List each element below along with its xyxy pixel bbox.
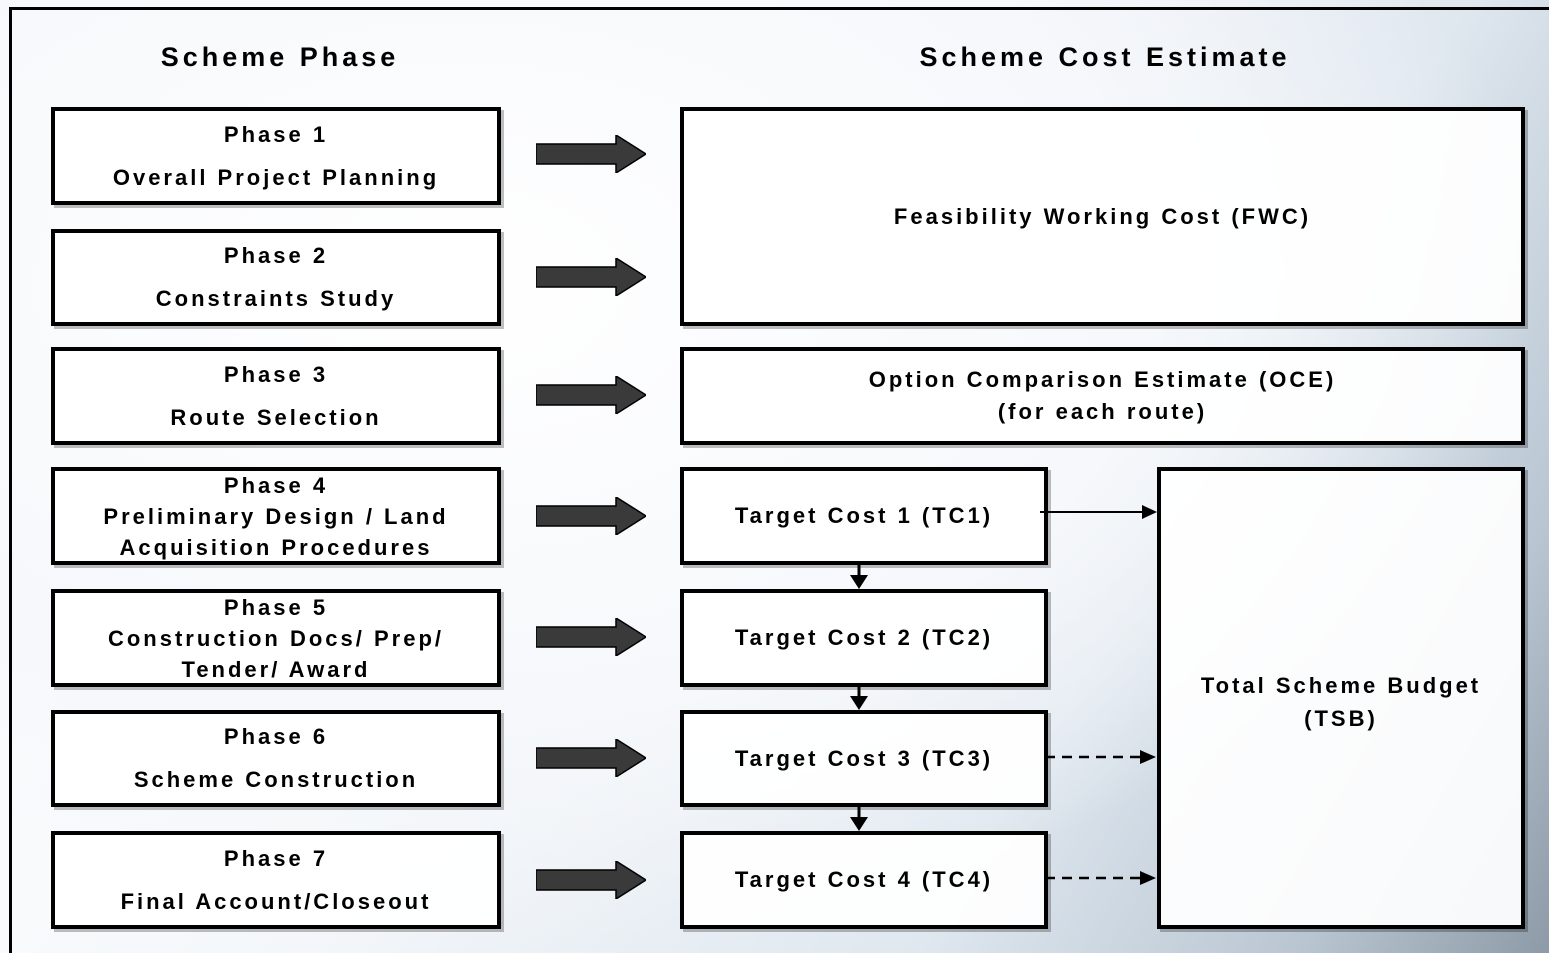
phase-3-arrow [536,376,646,414]
tc4-box: Target Cost 4 (TC4) [680,831,1048,929]
phase-1-title: Phase 1 [223,121,329,147]
tc1-label: Target Cost 1 (TC1) [734,503,994,528]
phase-3-label: Route Selection [170,404,382,430]
phase-5-arrow [536,618,646,656]
oce-box: Option Comparison Estimate (OCE) (for ea… [680,347,1525,445]
tc3-box: Target Cost 3 (TC3) [680,710,1048,807]
tc1-box: Target Cost 1 (TC1) [680,467,1048,565]
phase-3-title: Phase 3 [223,361,329,387]
oce-label-line-1: Option Comparison Estimate (OCE) [868,367,1337,392]
phase-6-arrow [536,739,646,777]
phase-2-label: Constraints Study [155,285,397,311]
phase-4-label-line-1: Preliminary Design / Land [103,503,449,529]
phase-4-title: Phase 4 [223,472,329,498]
oce-label-line-2: (for each route) [997,399,1208,424]
phase-6-label: Scheme Construction [133,766,419,792]
phase-1-label: Overall Project Planning [112,164,440,190]
phase-3-box: Phase 3 Route Selection [51,347,501,445]
tsb-label-line-2: (TSB) [1304,706,1378,731]
phase-4-label-line-2: Acquisition Procedures [119,534,433,560]
phase-2-arrow [536,258,646,296]
frame-left-border [9,7,12,953]
tsb-box: Total Scheme Budget (TSB) [1157,467,1525,929]
tc4-label: Target Cost 4 (TC4) [734,867,994,892]
frame-top-border [9,7,1549,10]
phase-7-box: Phase 7 Final Account/Closeout [51,831,501,929]
phase-2-box: Phase 2 Constraints Study [51,229,501,326]
scheme-cost-estimate-header: Scheme Cost Estimate [919,42,1291,72]
phase-5-box: Phase 5 Construction Docs/ Prep/ Tender/… [51,589,501,687]
scheme-phase-header: Scheme Phase [160,42,400,72]
phase-4-arrow [536,497,646,535]
phase-1-arrow [536,135,646,173]
phase-5-title: Phase 5 [223,594,329,620]
phase-7-label: Final Account/Closeout [120,888,432,914]
phase-4-box: Phase 4 Preliminary Design / Land Acquis… [51,467,501,565]
phase-2-title: Phase 2 [223,243,329,269]
fwc-box: Feasibility Working Cost (FWC) [680,107,1525,326]
phase-7-arrow [536,861,646,899]
tc2-label: Target Cost 2 (TC2) [734,625,994,650]
phase-6-box: Phase 6 Scheme Construction [51,710,501,807]
phase-6-title: Phase 6 [223,724,329,750]
phase-1-box: Phase 1 Overall Project Planning [51,107,501,205]
tc3-label: Target Cost 3 (TC3) [734,745,994,771]
tsb-label-line-1: Total Scheme Budget [1200,673,1482,698]
phase-5-label-line-2: Tender/ Award [181,656,371,682]
phase-7-title: Phase 7 [223,845,329,871]
tc2-box: Target Cost 2 (TC2) [680,589,1048,687]
phase-5-label-line-1: Construction Docs/ Prep/ [107,625,445,651]
fwc-label: Feasibility Working Cost (FWC) [893,203,1312,229]
